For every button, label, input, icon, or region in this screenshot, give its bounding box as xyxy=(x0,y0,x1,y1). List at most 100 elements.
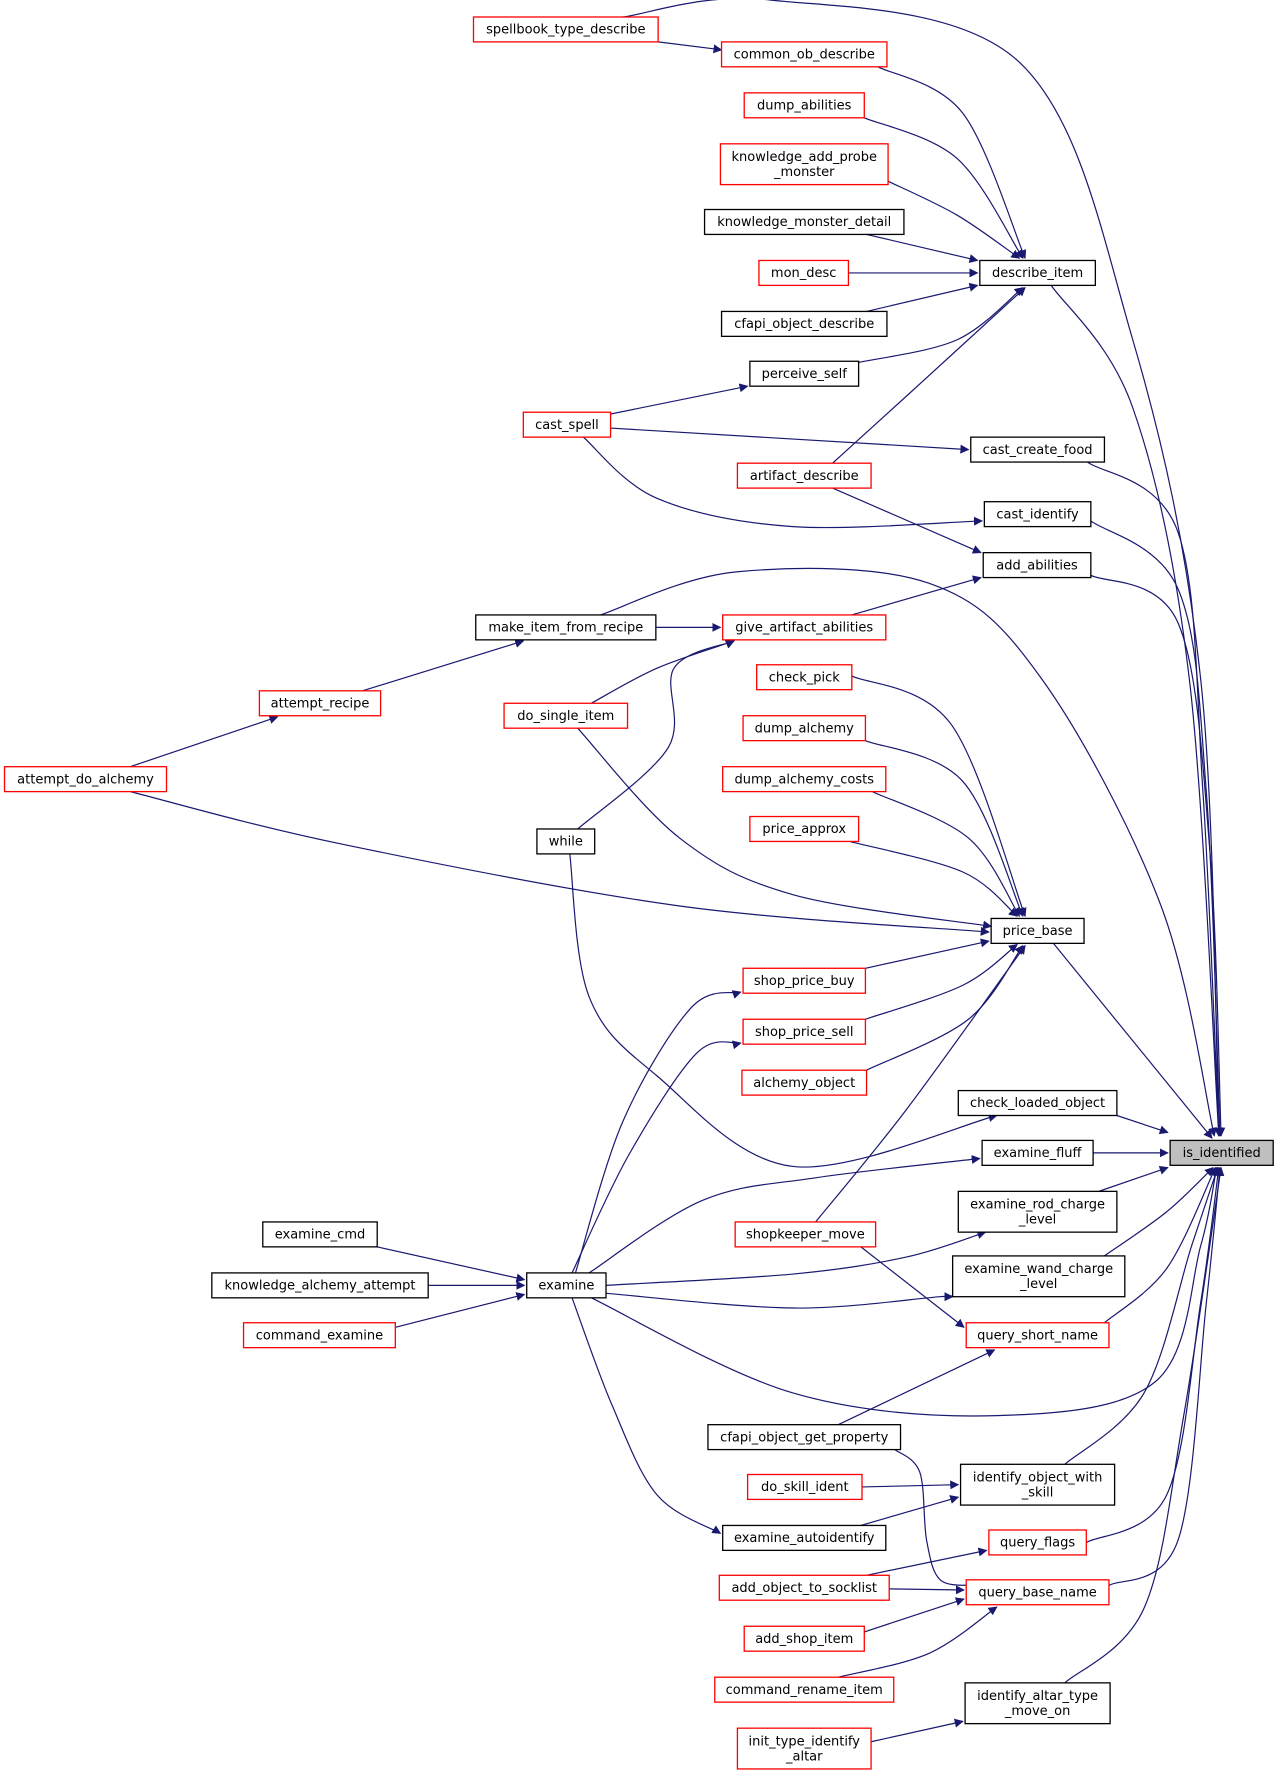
node-shop_price_sell[interactable]: shop_price_sell xyxy=(742,1018,867,1045)
node-dump_abilities[interactable]: dump_abilities xyxy=(743,92,865,119)
node-add_object_to_socklist[interactable]: add_object_to_socklist xyxy=(718,1574,890,1601)
node-make_item_from_recipe[interactable]: make_item_from_recipe xyxy=(475,614,657,641)
node-cast_spell[interactable]: cast_spell xyxy=(522,411,612,438)
node-identify_object_with_skill[interactable]: identify_object_with_skill xyxy=(959,1463,1116,1506)
node-cast_create_food[interactable]: cast_create_food xyxy=(970,436,1106,463)
node-identify_altar_type_move_on[interactable]: identify_altar_type_move_on xyxy=(964,1682,1111,1725)
node-price_base[interactable]: price_base xyxy=(990,917,1085,945)
node-cfapi_object_get_property[interactable]: cfapi_object_get_property xyxy=(707,1424,902,1451)
node-init_type_identify_altar[interactable]: init_type_identify_altar xyxy=(736,1727,872,1770)
node-box xyxy=(714,1676,895,1703)
edge-query_short_name-to-is_identified xyxy=(1104,1166,1216,1324)
node-knowledge_alchemy_attempt[interactable]: knowledge_alchemy_attempt xyxy=(211,1272,429,1299)
node-examine_cmd[interactable]: examine_cmd xyxy=(262,1221,378,1248)
node-add_shop_item[interactable]: add_shop_item xyxy=(743,1625,865,1652)
node-command_rename_item[interactable]: command_rename_item xyxy=(714,1676,895,1703)
edge-describe_item-to-is_identified xyxy=(1050,285,1223,1137)
edge-knowledge_monster_detail-to-describe_item xyxy=(866,233,979,264)
node-alchemy_object[interactable]: alchemy_object xyxy=(741,1069,868,1096)
edge-examine-to-examine_wand_charge_level xyxy=(605,1292,957,1309)
node-price_approx[interactable]: price_approx xyxy=(749,815,860,843)
node-artifact_describe[interactable]: artifact_describe xyxy=(736,462,872,489)
edge-make_item_from_recipe-to-is_identified xyxy=(600,567,1217,1137)
node-while[interactable]: while xyxy=(536,828,596,855)
node-dump_alchemy[interactable]: dump_alchemy xyxy=(742,715,867,742)
node-examine_autoidentify[interactable]: examine_autoidentify xyxy=(722,1524,887,1552)
node-shop_price_buy[interactable]: shop_price_buy xyxy=(742,967,867,994)
node-examine_wand_charge_level[interactable]: examine_wand_charge_level xyxy=(951,1255,1126,1298)
node-shopkeeper_move[interactable]: shopkeeper_move xyxy=(734,1221,877,1248)
node-cfapi_object_describe[interactable]: cfapi_object_describe xyxy=(720,310,888,337)
nodes-layer: is_identified spellbook_type_describecomm… xyxy=(3,16,1274,1770)
edge-price_base-to-is_identified xyxy=(1052,942,1213,1139)
node-label: examine xyxy=(538,1279,594,1294)
node-dump_alchemy_costs[interactable]: dump_alchemy_costs xyxy=(722,766,887,793)
node-knowledge_add_probe_monster[interactable]: knowledge_add_probe_monster xyxy=(719,143,889,186)
node-check_pick[interactable]: check_pick xyxy=(756,664,853,691)
node-box xyxy=(970,436,1106,463)
node-box xyxy=(988,1529,1087,1556)
edge-do_single_item-to-price_base xyxy=(577,727,993,930)
node-label: knowledge_add_probe xyxy=(732,150,877,165)
node-attempt_do_alchemy[interactable]: attempt_do_alchemy xyxy=(3,766,168,793)
node-examine_fluff[interactable]: examine_fluff xyxy=(981,1139,1094,1166)
node-box xyxy=(722,1524,887,1552)
node-label: examine_cmd xyxy=(275,1228,366,1243)
node-box xyxy=(957,1089,1118,1117)
node-label: _level xyxy=(1019,1277,1057,1292)
edge-examine-to-is_identified xyxy=(591,1166,1220,1417)
node-label: shop_price_buy xyxy=(754,974,855,989)
node-query_short_name[interactable]: query_short_name xyxy=(965,1322,1110,1349)
node-knowledge_monster_detail[interactable]: knowledge_monster_detail xyxy=(703,208,905,236)
node-label: query_base_name xyxy=(978,1585,1096,1600)
node-is_identified[interactable]: is_identified xyxy=(1169,1139,1274,1166)
node-label: price_approx xyxy=(762,822,846,837)
node-box xyxy=(979,259,1097,287)
node-check_loaded_object[interactable]: check_loaded_object xyxy=(957,1089,1118,1117)
node-attempt_recipe[interactable]: attempt_recipe xyxy=(258,690,382,717)
node-box xyxy=(720,41,888,68)
node-label: cast_identify xyxy=(996,507,1079,522)
node-box xyxy=(965,1579,1110,1606)
node-do_skill_ident[interactable]: do_skill_ident xyxy=(746,1473,863,1501)
node-label: check_pick xyxy=(769,670,841,685)
node-command_examine[interactable]: command_examine xyxy=(242,1322,396,1349)
edge-cast_spell-to-cast_identify xyxy=(582,436,983,529)
edge-add_object_to_socklist-to-query_base_name xyxy=(889,1585,965,1595)
node-box xyxy=(736,462,872,489)
node-mon_desc[interactable]: mon_desc xyxy=(758,259,850,287)
node-common_ob_describe[interactable]: common_ob_describe xyxy=(720,41,888,68)
node-add_abilities[interactable]: add_abilities xyxy=(982,552,1092,579)
node-query_base_name[interactable]: query_base_name xyxy=(965,1579,1110,1606)
node-box xyxy=(982,552,1092,579)
node-label: _monster xyxy=(773,165,835,180)
node-cast_identify[interactable]: cast_identify xyxy=(983,501,1092,528)
node-label: perceive_self xyxy=(762,367,848,382)
node-do_single_item[interactable]: do_single_item xyxy=(503,702,629,729)
node-spellbook_type_describe[interactable]: spellbook_type_describe xyxy=(472,16,659,43)
node-label: init_type_identify xyxy=(749,1734,861,1749)
node-perceive_self[interactable]: perceive_self xyxy=(749,360,860,387)
edge-query_flags-to-is_identified xyxy=(1085,1166,1223,1543)
edge-shop_price_buy-to-price_base xyxy=(865,938,990,969)
node-label: knowledge_alchemy_attempt xyxy=(225,1279,416,1294)
node-box xyxy=(964,1682,1111,1725)
node-box xyxy=(722,766,887,793)
edges-layer xyxy=(130,0,1226,1743)
node-give_artifact_abilities[interactable]: give_artifact_abilities xyxy=(722,614,887,641)
edge-identify_object_with_skill-to-is_identified xyxy=(1064,1166,1220,1465)
node-describe_item[interactable]: describe_item xyxy=(979,259,1097,287)
node-examine[interactable]: examine xyxy=(526,1272,607,1299)
node-label: _skill xyxy=(1021,1485,1054,1500)
node-box xyxy=(758,259,850,287)
node-label: examine_wand_charge xyxy=(964,1262,1113,1277)
node-examine_rod_charge_level[interactable]: examine_rod_charge_level xyxy=(957,1190,1118,1233)
edge-add_abilities-to-is_identified xyxy=(1090,574,1226,1137)
edge-cfapi_object_get_property-to-query_base_name xyxy=(894,1449,976,1589)
node-label: _move_on xyxy=(1004,1704,1071,1719)
node-box xyxy=(1169,1139,1274,1166)
node-label: attempt_recipe xyxy=(271,696,370,711)
node-query_flags[interactable]: query_flags xyxy=(988,1529,1087,1556)
node-box xyxy=(756,664,853,691)
node-box xyxy=(742,1018,867,1045)
